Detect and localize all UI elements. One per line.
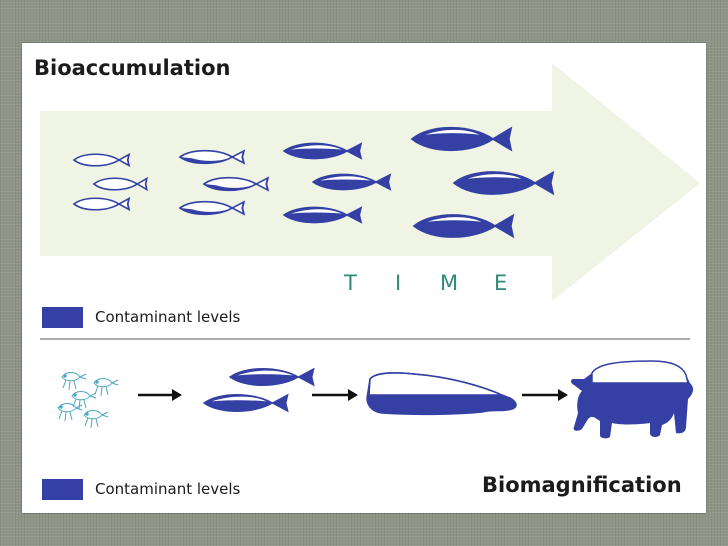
legend-swatch bbox=[42, 307, 83, 328]
fish-icon bbox=[179, 200, 245, 216]
fish-icon bbox=[410, 126, 513, 152]
fish-icon bbox=[452, 170, 555, 196]
legend-label: Contaminant levels bbox=[95, 480, 241, 498]
fish-icon bbox=[283, 142, 362, 160]
time-letter: M bbox=[440, 271, 459, 295]
fish-icon bbox=[179, 149, 245, 165]
right-arrow-icon bbox=[312, 389, 358, 401]
diagram-canvas bbox=[40, 63, 700, 439]
bottom-title: Biomagnification bbox=[482, 473, 682, 497]
fish-icon bbox=[229, 367, 315, 387]
fish-icon bbox=[283, 206, 362, 224]
top-title: Bioaccumulation bbox=[34, 56, 231, 80]
polar-bear-icon bbox=[571, 360, 694, 439]
legend-swatch bbox=[42, 479, 83, 500]
time-letter: T bbox=[344, 271, 357, 295]
plankton-icon bbox=[57, 372, 119, 429]
fish-icon bbox=[412, 213, 515, 239]
right-arrow-icon bbox=[522, 389, 568, 401]
legend-label: Contaminant levels bbox=[95, 308, 241, 326]
slide: Bioaccumulation T I M E Contaminant leve… bbox=[22, 43, 706, 513]
seal-icon bbox=[366, 372, 517, 416]
time-letter: E bbox=[494, 271, 508, 295]
fish-icon bbox=[203, 393, 289, 413]
right-arrow-icon bbox=[138, 389, 182, 401]
fish-icon bbox=[312, 173, 391, 191]
fish-icon bbox=[203, 176, 269, 192]
time-letter: I bbox=[395, 271, 402, 295]
